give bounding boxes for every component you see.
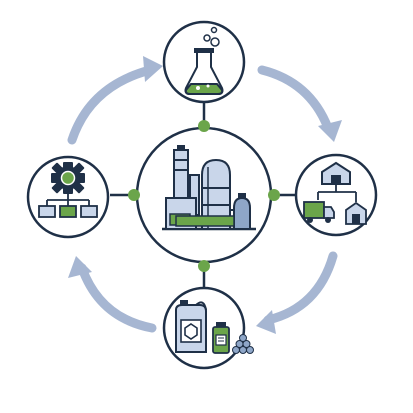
node-left xyxy=(26,155,110,239)
chemical-plant-icon xyxy=(162,145,256,231)
arrowhead-top-to-right xyxy=(318,120,342,142)
warehouse-distribution-icon xyxy=(303,161,367,225)
cycle-arrows xyxy=(67,56,342,334)
junction-dots xyxy=(128,120,280,272)
flask-icon xyxy=(184,26,224,95)
arrowhead-right-to-bottom xyxy=(256,310,276,334)
arrow-left-to-top xyxy=(67,65,155,145)
gear-icon xyxy=(51,162,85,194)
node-bottom xyxy=(162,286,254,370)
node-right xyxy=(294,153,378,237)
arrowhead-left-to-top xyxy=(143,56,163,82)
center-hub xyxy=(135,126,273,264)
arrow-top-to-right xyxy=(257,65,333,133)
chemical-products-icon xyxy=(175,300,254,354)
arrow-right-to-bottom xyxy=(263,251,338,325)
node-top xyxy=(162,20,246,104)
arrow-bottom-to-left xyxy=(77,263,157,333)
process-hierarchy-icon xyxy=(38,162,98,218)
arrowhead-bottom-to-left xyxy=(68,256,92,278)
